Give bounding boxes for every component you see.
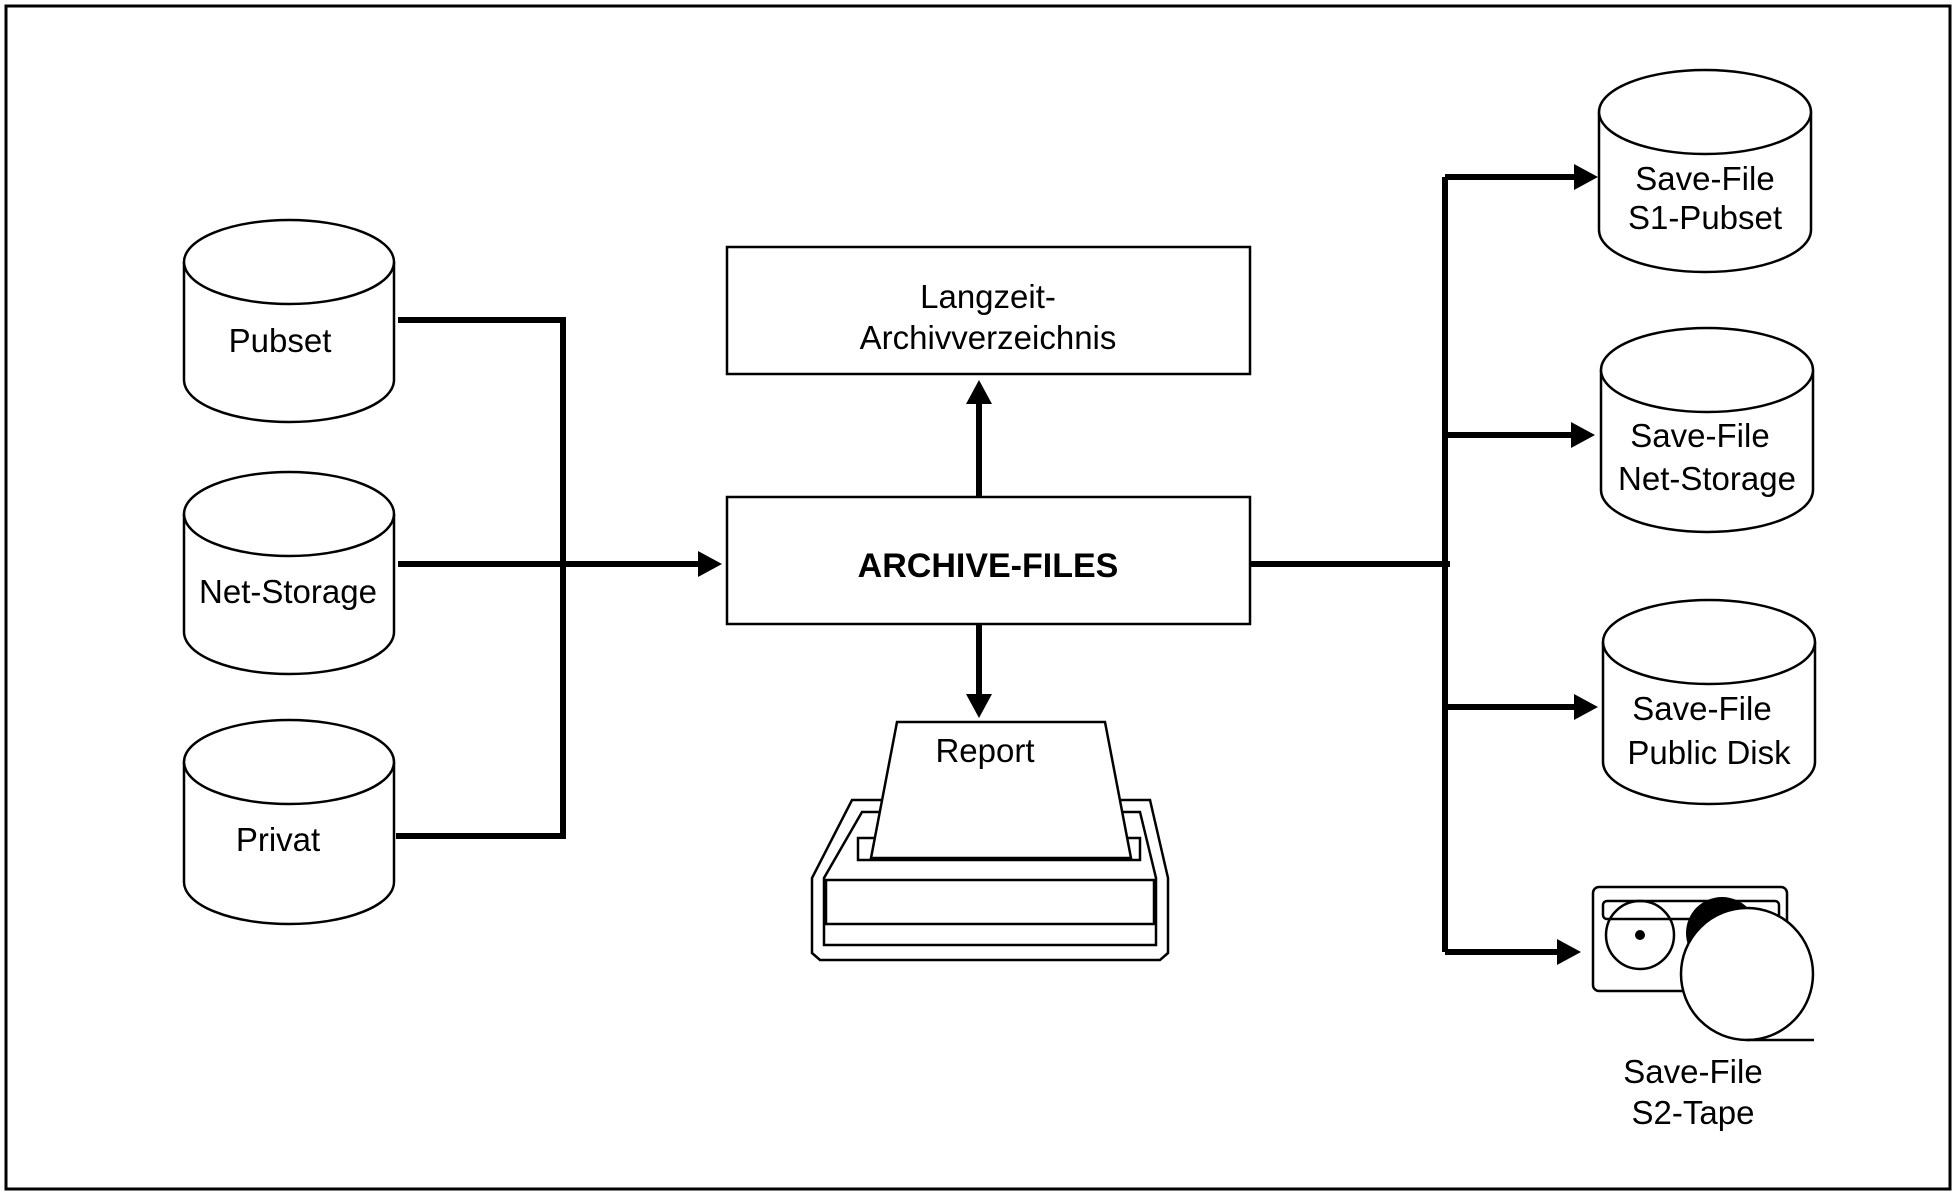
directory-box: Langzeit- Archivverzeichnis [725, 245, 1252, 376]
target-label-s1-pubset-line1: Save-File [1635, 160, 1774, 197]
source-cylinder-privat: Privat [182, 718, 396, 926]
source-connectors [396, 317, 722, 839]
target-label-net-storage-line2: Net-Storage [1618, 460, 1796, 497]
target-label-public-disk-line2: Public Disk [1627, 734, 1791, 771]
arrow-to-directory [966, 380, 992, 497]
target-label-s1-pubset-line2: S1-Pubset [1628, 199, 1782, 236]
target-cylinder-net-storage: Save-File Net-Storage [1599, 326, 1815, 534]
report-label: Report [935, 732, 1034, 769]
arrow-to-net-storage [1571, 422, 1595, 448]
target-label-s2-tape-line1: Save-File [1623, 1053, 1762, 1090]
target-connectors [1250, 164, 1598, 965]
report-paper [869, 720, 1133, 860]
tape-drive-icon [1591, 885, 1815, 1042]
source-cylinder-pubset: Pubset [182, 218, 396, 424]
directory-label-line2: Archivverzeichnis [860, 319, 1117, 356]
source-label-privat: Privat [236, 821, 320, 858]
arrow-to-report [966, 624, 992, 718]
arrow-into-archive-files [698, 551, 722, 577]
archive-files-label: ARCHIVE-FILES [858, 547, 1119, 585]
source-label-net-storage: Net-Storage [199, 573, 377, 610]
arrow-to-s2-tape [1557, 939, 1581, 965]
source-cylinder-net-storage: Net-Storage [182, 470, 396, 676]
archive-files-box: ARCHIVE-FILES [725, 495, 1252, 626]
target-label-s2-tape-line2: S2-Tape [1632, 1094, 1755, 1131]
target-label-net-storage-line1: Save-File [1630, 417, 1769, 454]
arrow-to-public-disk [1574, 694, 1598, 720]
target-cylinder-public-disk: Save-File Public Disk [1601, 598, 1817, 806]
target-cylinder-s1-pubset: Save-File S1-Pubset [1597, 68, 1813, 274]
directory-label-line1: Langzeit- [920, 278, 1056, 315]
arrow-to-s1-pubset [1574, 164, 1598, 190]
source-label-pubset: Pubset [229, 322, 332, 359]
target-label-public-disk-line1: Save-File [1632, 690, 1771, 727]
printer-icon: Report [810, 720, 1170, 962]
